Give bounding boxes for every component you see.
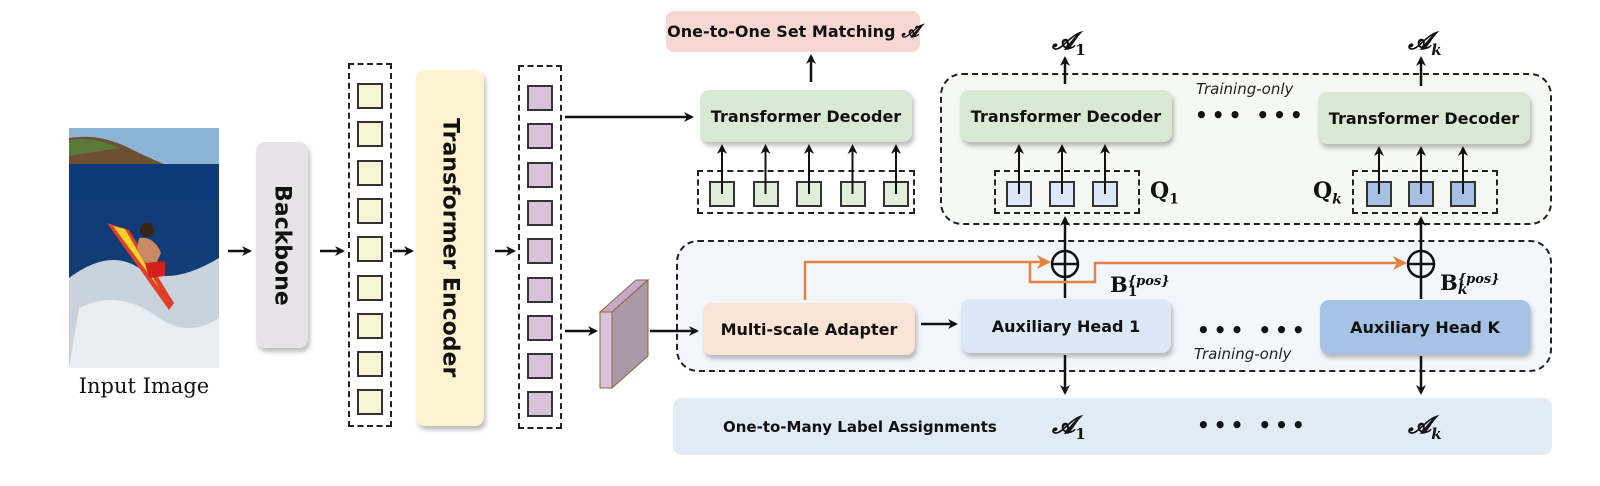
encoder-token xyxy=(527,238,553,265)
oplus-icon-1 xyxy=(1050,249,1080,279)
encoder-token xyxy=(527,353,553,380)
encoder-token xyxy=(527,314,553,341)
backbone-token xyxy=(357,83,383,109)
one-to-many-a1: 𝓐1 xyxy=(1052,410,1086,443)
auxiliary-head-k: Auxiliary Head K xyxy=(1320,300,1530,354)
aux-decoder-k-label: Transformer Decoder xyxy=(1328,108,1520,128)
training-only-label-bottom: Training-only xyxy=(1194,345,1292,363)
surfer-photo xyxy=(69,128,219,368)
backbone-token xyxy=(357,312,383,339)
decoder-1-output: 𝓐1 xyxy=(1052,26,1086,59)
backbone-token xyxy=(357,274,383,301)
decoder-ellipsis: ••• ••• xyxy=(1195,103,1307,127)
one-to-many-ellipsis: ••• ••• xyxy=(1197,413,1309,437)
encoder-token xyxy=(527,161,553,188)
adapter-label: Multi-scale Adapter xyxy=(720,319,898,339)
training-only-label-top: Training-only xyxy=(1196,80,1294,98)
encoder-token xyxy=(527,123,553,150)
encoder-token xyxy=(527,199,553,226)
aux-decoder-1-label: Transformer Decoder xyxy=(970,106,1162,126)
encoder-token xyxy=(527,276,553,303)
backbone-label: Backbone xyxy=(269,184,295,306)
q1-query-token xyxy=(1049,181,1075,207)
oplus-icon-k xyxy=(1406,249,1436,279)
transformer-encoder-label: Transformer Encoder xyxy=(437,118,463,378)
orange-adapter-to-oplus1 xyxy=(803,255,1051,300)
queries-qk xyxy=(1352,170,1498,214)
feature-map-icon xyxy=(598,278,650,390)
aux-transformer-decoder-k: Transformer Decoder xyxy=(1318,92,1530,144)
encoder-token xyxy=(527,85,553,111)
pos-box-1-label: B{pos}1 xyxy=(1110,272,1170,300)
backbone-token xyxy=(357,389,383,416)
backbone-feature-tokens xyxy=(348,63,392,427)
encoder-feature-tokens xyxy=(518,65,562,429)
aux-head-k-label: Auxiliary Head K xyxy=(1350,317,1500,337)
one-to-one-label: One-to-One Set Matching xyxy=(667,22,896,41)
qk-label: Qk xyxy=(1313,178,1342,208)
backbone-block: Backbone xyxy=(256,142,308,348)
input-image xyxy=(69,128,219,368)
one-to-one-matching-box: One-to-One Set Matching 𝓐̃ xyxy=(666,11,920,52)
one-to-many-ak: 𝓐k xyxy=(1408,410,1442,443)
aux-transformer-decoder-1: Transformer Decoder xyxy=(960,90,1172,142)
backbone-token xyxy=(357,351,383,378)
multi-scale-adapter: Multi-scale Adapter xyxy=(703,303,915,355)
one-to-many-label: One-to-Many Label Assignments xyxy=(723,418,997,436)
backbone-token xyxy=(357,236,383,263)
decoder-k-output: 𝓐k xyxy=(1408,26,1442,59)
main-query-token xyxy=(752,181,779,207)
aux-head-1-label: Auxiliary Head 1 xyxy=(991,316,1141,336)
orange-pos-step xyxy=(1028,256,1407,284)
backbone-token xyxy=(357,121,383,148)
auxiliary-head-1: Auxiliary Head 1 xyxy=(961,299,1171,353)
head-ellipsis: ••• ••• xyxy=(1197,318,1309,342)
queries-q1 xyxy=(994,170,1140,214)
one-to-one-symbol: 𝓐̃ xyxy=(901,21,919,42)
backbone-token xyxy=(357,159,383,186)
one-to-many-assignments-box xyxy=(673,398,1552,455)
encoder-token xyxy=(527,391,553,418)
backbone-token xyxy=(357,197,383,224)
q1-label: Q1 xyxy=(1150,178,1179,208)
pos-box-k-label: B{pos}k xyxy=(1440,270,1500,298)
main-queries xyxy=(697,170,915,214)
input-image-caption: Input Image xyxy=(78,374,210,398)
transformer-encoder-block: Transformer Encoder xyxy=(416,70,484,426)
main-transformer-decoder: Transformer Decoder xyxy=(700,90,912,142)
main-decoder-label: Transformer Decoder xyxy=(710,106,902,126)
